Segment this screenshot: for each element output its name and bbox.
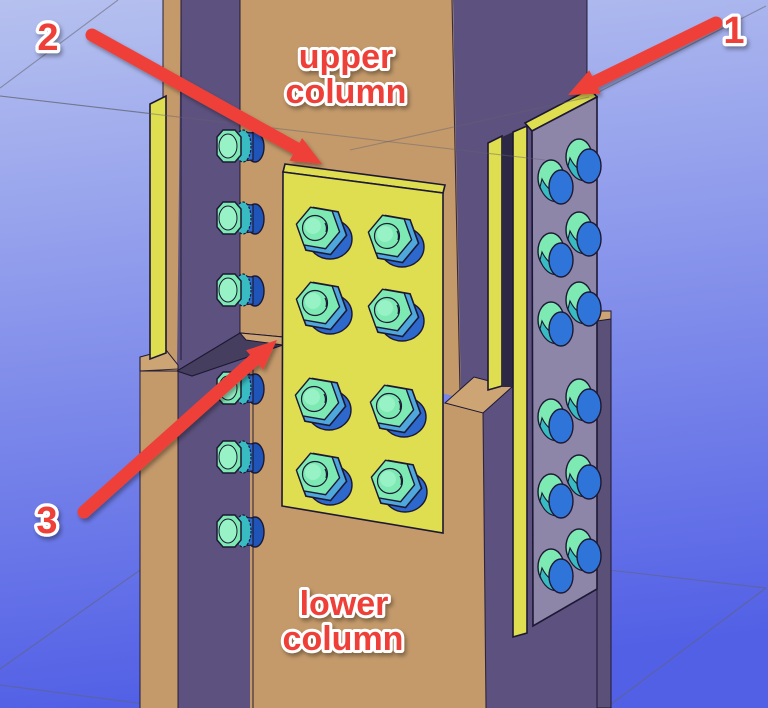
plate-gap [502,132,513,387]
lower-column-label: lower column [280,582,407,661]
arrow-1 [568,16,723,95]
left-plate-edge[interactable] [149,94,167,361]
upper-column-label-line2: column [286,73,407,111]
marker-2: 2 [37,17,58,59]
bolt[interactable] [216,273,265,307]
lower-column-right-flange-edge[interactable] [596,310,612,708]
arrow-2 [85,28,322,164]
annotations: 1 2 3 upper column lower column [33,7,748,661]
inner-plate-strip-2[interactable] [512,124,528,639]
arrow-3 [77,340,277,519]
inner-plate-strip-1[interactable] [487,134,503,392]
bolt[interactable] [216,514,265,548]
lower-column-label-line1: lower [300,585,389,623]
upper-column-label-line1: upper [299,38,393,76]
marker-1: 1 [723,10,744,52]
marker-3: 3 [36,500,57,542]
upper-column-left-face[interactable] [177,0,240,371]
bolt[interactable] [216,129,265,163]
lower-column-left-face[interactable] [178,340,253,708]
bolt[interactable] [216,440,265,474]
lower-column-left-flange-edge[interactable] [140,350,178,708]
inner-flange-plates-right[interactable] [487,124,528,639]
lower-column-label-line2: column [283,620,404,658]
flange-splice-plate-left[interactable] [149,94,167,361]
bolt[interactable] [216,201,265,235]
upper-column-flange-edge[interactable] [163,0,181,362]
upper-column-label: upper column [283,35,410,114]
